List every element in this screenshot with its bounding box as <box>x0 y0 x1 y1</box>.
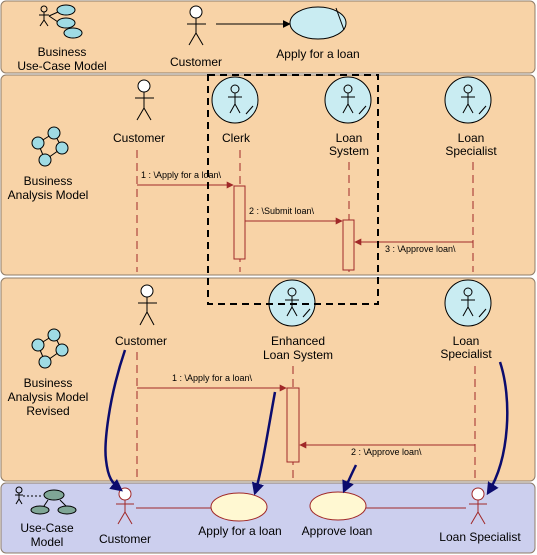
loan-specialist-worker-icon <box>444 279 492 327</box>
loan-system-label-2: System <box>329 144 369 158</box>
use-case-model-label-2: Model <box>31 535 64 549</box>
message-approve-loan: 2 : \Approve loan\ <box>351 447 422 457</box>
customer-actor-icon <box>135 79 154 121</box>
customer-label: Customer <box>113 131 165 145</box>
analysis-model-label-2: Analysis Model <box>8 188 89 202</box>
apply-mapping-arrow <box>251 391 277 496</box>
message-submit-loan: 2 : \Submit loan\ <box>249 206 315 216</box>
customer-actor-icon <box>138 284 157 326</box>
message-approve-loan: 3 : \Approve loan\ <box>385 244 456 254</box>
message-apply-for-loan: 1 : \Apply for a loan\ <box>172 373 253 383</box>
revised-model-label-2: Analysis Model <box>8 390 89 404</box>
business-use-case-model-label-2: Use-Case Model <box>17 59 106 73</box>
approve-mapping-arrow <box>342 464 358 494</box>
analysis-model-revised-icon <box>31 328 69 369</box>
apply-for-loan-label: Apply for a loan <box>198 524 281 538</box>
customer-actor-icon <box>187 5 206 46</box>
revised-model-label: Business <box>24 376 73 390</box>
loan-specialist-actor-icon <box>469 487 487 525</box>
enhanced-loan-system-label: Enhanced <box>271 334 325 348</box>
loan-specialist-label: Loan Specialist <box>439 530 521 544</box>
business-use-case-model-icon <box>39 4 83 39</box>
customer-label: Customer <box>115 334 167 348</box>
clerk-worker-icon <box>211 76 259 124</box>
analysis-model-icon <box>31 126 69 167</box>
enhanced-loan-system-activation <box>286 387 300 463</box>
use-case-model-label: Use-Case <box>20 521 74 535</box>
apply-for-loan-business-use-case <box>289 6 347 40</box>
loan-specialist-worker-icon <box>444 76 492 124</box>
apply-for-loan-use-case <box>210 492 268 522</box>
use-case-model-band: Use-Case Model Customer Apply for a loan… <box>0 482 536 554</box>
loan-specialist-label-2: Specialist <box>440 347 492 361</box>
business-use-case-band: Business Use-Case Model Customer Apply f… <box>0 0 536 74</box>
business-use-case-model-label: Business <box>38 45 87 59</box>
use-case-model-icon <box>15 486 77 515</box>
customer-label: Customer <box>99 532 151 546</box>
business-analysis-band: Business Analysis Model Customer Clerk <box>0 74 536 276</box>
refactor-boundary <box>207 74 379 305</box>
loan-specialist-label: Loan <box>458 131 485 145</box>
clerk-activation <box>233 185 246 260</box>
customer-mapping-arrow <box>104 349 127 492</box>
loan-system-worker-icon <box>324 76 372 124</box>
approve-loan-label: Approve loan <box>302 524 373 538</box>
enhanced-loan-system-label-2: Loan System <box>263 348 333 362</box>
clerk-label: Clerk <box>222 131 251 145</box>
loan-specialist-label: Loan <box>453 334 480 348</box>
loan-specialist-label-2: Specialist <box>445 144 497 158</box>
mapping-arrows <box>104 349 509 496</box>
analysis-model-label: Business <box>24 174 73 188</box>
message-apply-for-loan: 1 : \Apply for a loan\ <box>141 170 222 180</box>
revised-analysis-band: Business Analysis Model Revised Customer… <box>0 277 536 482</box>
customer-label: Customer <box>170 55 222 69</box>
loan-system-label: Loan <box>336 131 363 145</box>
loan-system-activation <box>342 219 355 271</box>
revised-model-label-3: Revised <box>26 404 69 418</box>
approve-loan-use-case <box>309 491 367 521</box>
apply-for-loan-label: Apply for a loan <box>276 47 359 61</box>
loan-specialist-mapping-arrow <box>486 361 509 496</box>
